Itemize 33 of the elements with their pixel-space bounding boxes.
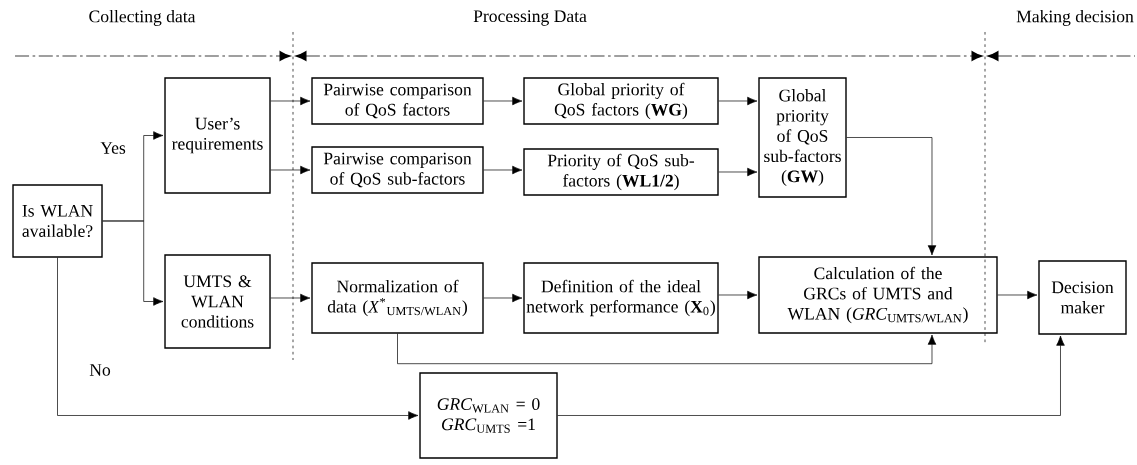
result-box: GRC$_{WLAN}$ = 0 GRC$_{UMTS}$ =1 bbox=[419, 372, 558, 459]
process-box: Decision maker bbox=[1038, 260, 1127, 335]
arrow bbox=[483, 165, 523, 175]
arrow bbox=[57, 257, 419, 420]
phase-title: Making decision bbox=[1016, 10, 1134, 26]
phase-title: Processing Data bbox=[473, 10, 587, 26]
edge-label: Yes bbox=[98, 140, 128, 156]
phase-title: Collecting data bbox=[89, 10, 196, 26]
question-box: Is WLAN available? bbox=[12, 184, 103, 258]
arrow bbox=[483, 293, 523, 303]
process-box: Calculation of the GRCs of UMTS and WLAN (GRC$_{UMTS/WLAN}$) bbox=[758, 256, 998, 334]
arrow bbox=[718, 167, 758, 177]
process-box: Pairwise comparison of QoS factors bbox=[311, 77, 484, 125]
arrow bbox=[483, 96, 523, 106]
arrow bbox=[557, 335, 1065, 416]
process-box: Definition of the ideal network performance (X$_{0}$) bbox=[523, 262, 719, 334]
arrow bbox=[397, 333, 937, 365]
edge-label: No bbox=[87, 362, 113, 378]
process-box: Normalization of data (X$^{*}$$_{UMTS/WLAN}$) bbox=[311, 262, 484, 334]
arrow bbox=[718, 96, 758, 106]
arrow bbox=[270, 96, 311, 106]
arrow bbox=[270, 165, 311, 175]
arrow bbox=[718, 290, 758, 300]
arrow bbox=[102, 220, 164, 306]
process-box: UMTS & WLAN conditions bbox=[164, 254, 271, 349]
process-box: Global priority of QoS factors (WG) bbox=[523, 77, 719, 125]
process-box: Priority of QoS sub-factors (WL1/2) bbox=[523, 148, 719, 196]
arrow bbox=[997, 290, 1038, 300]
arrow bbox=[846, 137, 937, 256]
process-box: User’s requirements bbox=[164, 77, 271, 194]
process-box: Global priority of QoS sub-factors (GW) bbox=[758, 77, 847, 198]
process-box: Pairwise comparison of QoS sub-factors bbox=[311, 146, 484, 194]
arrow bbox=[270, 293, 311, 303]
